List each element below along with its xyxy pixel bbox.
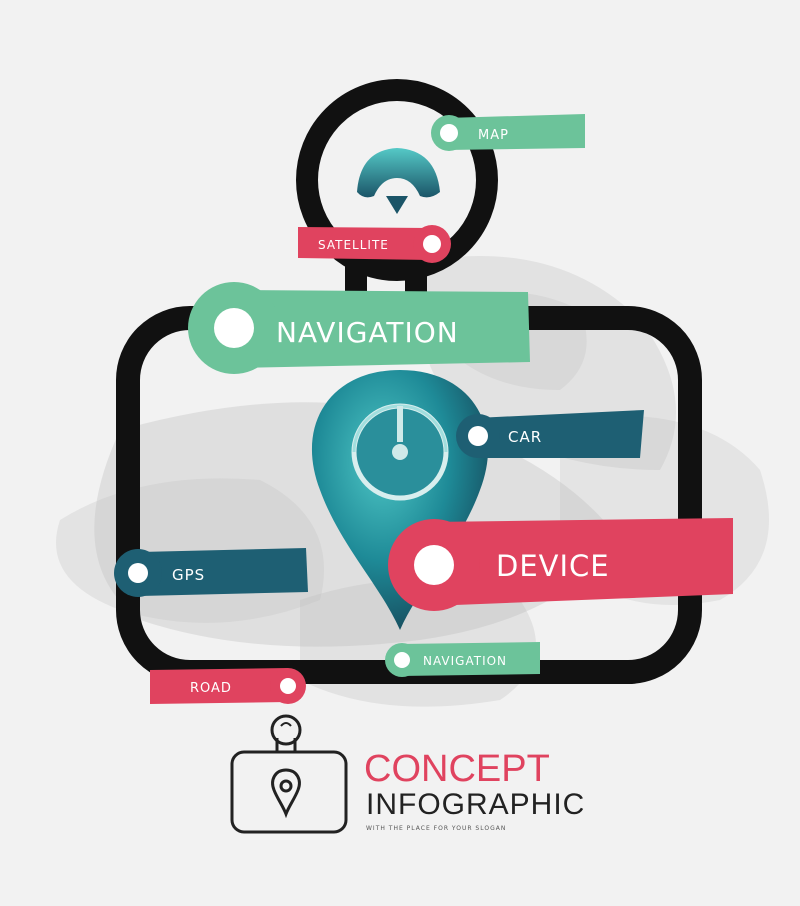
tag-road: ROAD: [150, 668, 306, 704]
tag-car: CAR: [456, 410, 644, 458]
tag-gps-label: GPS: [172, 566, 205, 584]
title-concept: CONCEPT: [364, 748, 550, 790]
tag-navigation-small: NAVIGATION: [385, 642, 540, 677]
title-tagline: WITH THE PLACE FOR YOUR SLOGAN: [366, 825, 507, 832]
title-infographic: INFOGRAPHIC: [366, 788, 586, 821]
tag-navigation-main-label: NAVIGATION: [276, 316, 459, 349]
tag-device: DEVICE: [388, 518, 733, 611]
tag-gps: GPS: [114, 548, 308, 597]
tag-satellite-label: SATELLITE: [318, 238, 389, 252]
tag-navigation-small-label: NAVIGATION: [423, 654, 507, 668]
tag-satellite: SATELLITE: [298, 225, 451, 263]
tag-map-label: MAP: [478, 128, 509, 143]
tag-car-label: CAR: [508, 428, 542, 446]
mini-device-icon: [357, 148, 440, 214]
map-pin-icon: [311, 370, 489, 630]
tag-map: MAP: [431, 114, 585, 151]
tag-navigation-main: NAVIGATION: [188, 282, 530, 374]
tag-device-label: DEVICE: [496, 549, 610, 583]
tag-road-label: ROAD: [190, 681, 232, 696]
navigator-device-icon: [230, 714, 348, 834]
